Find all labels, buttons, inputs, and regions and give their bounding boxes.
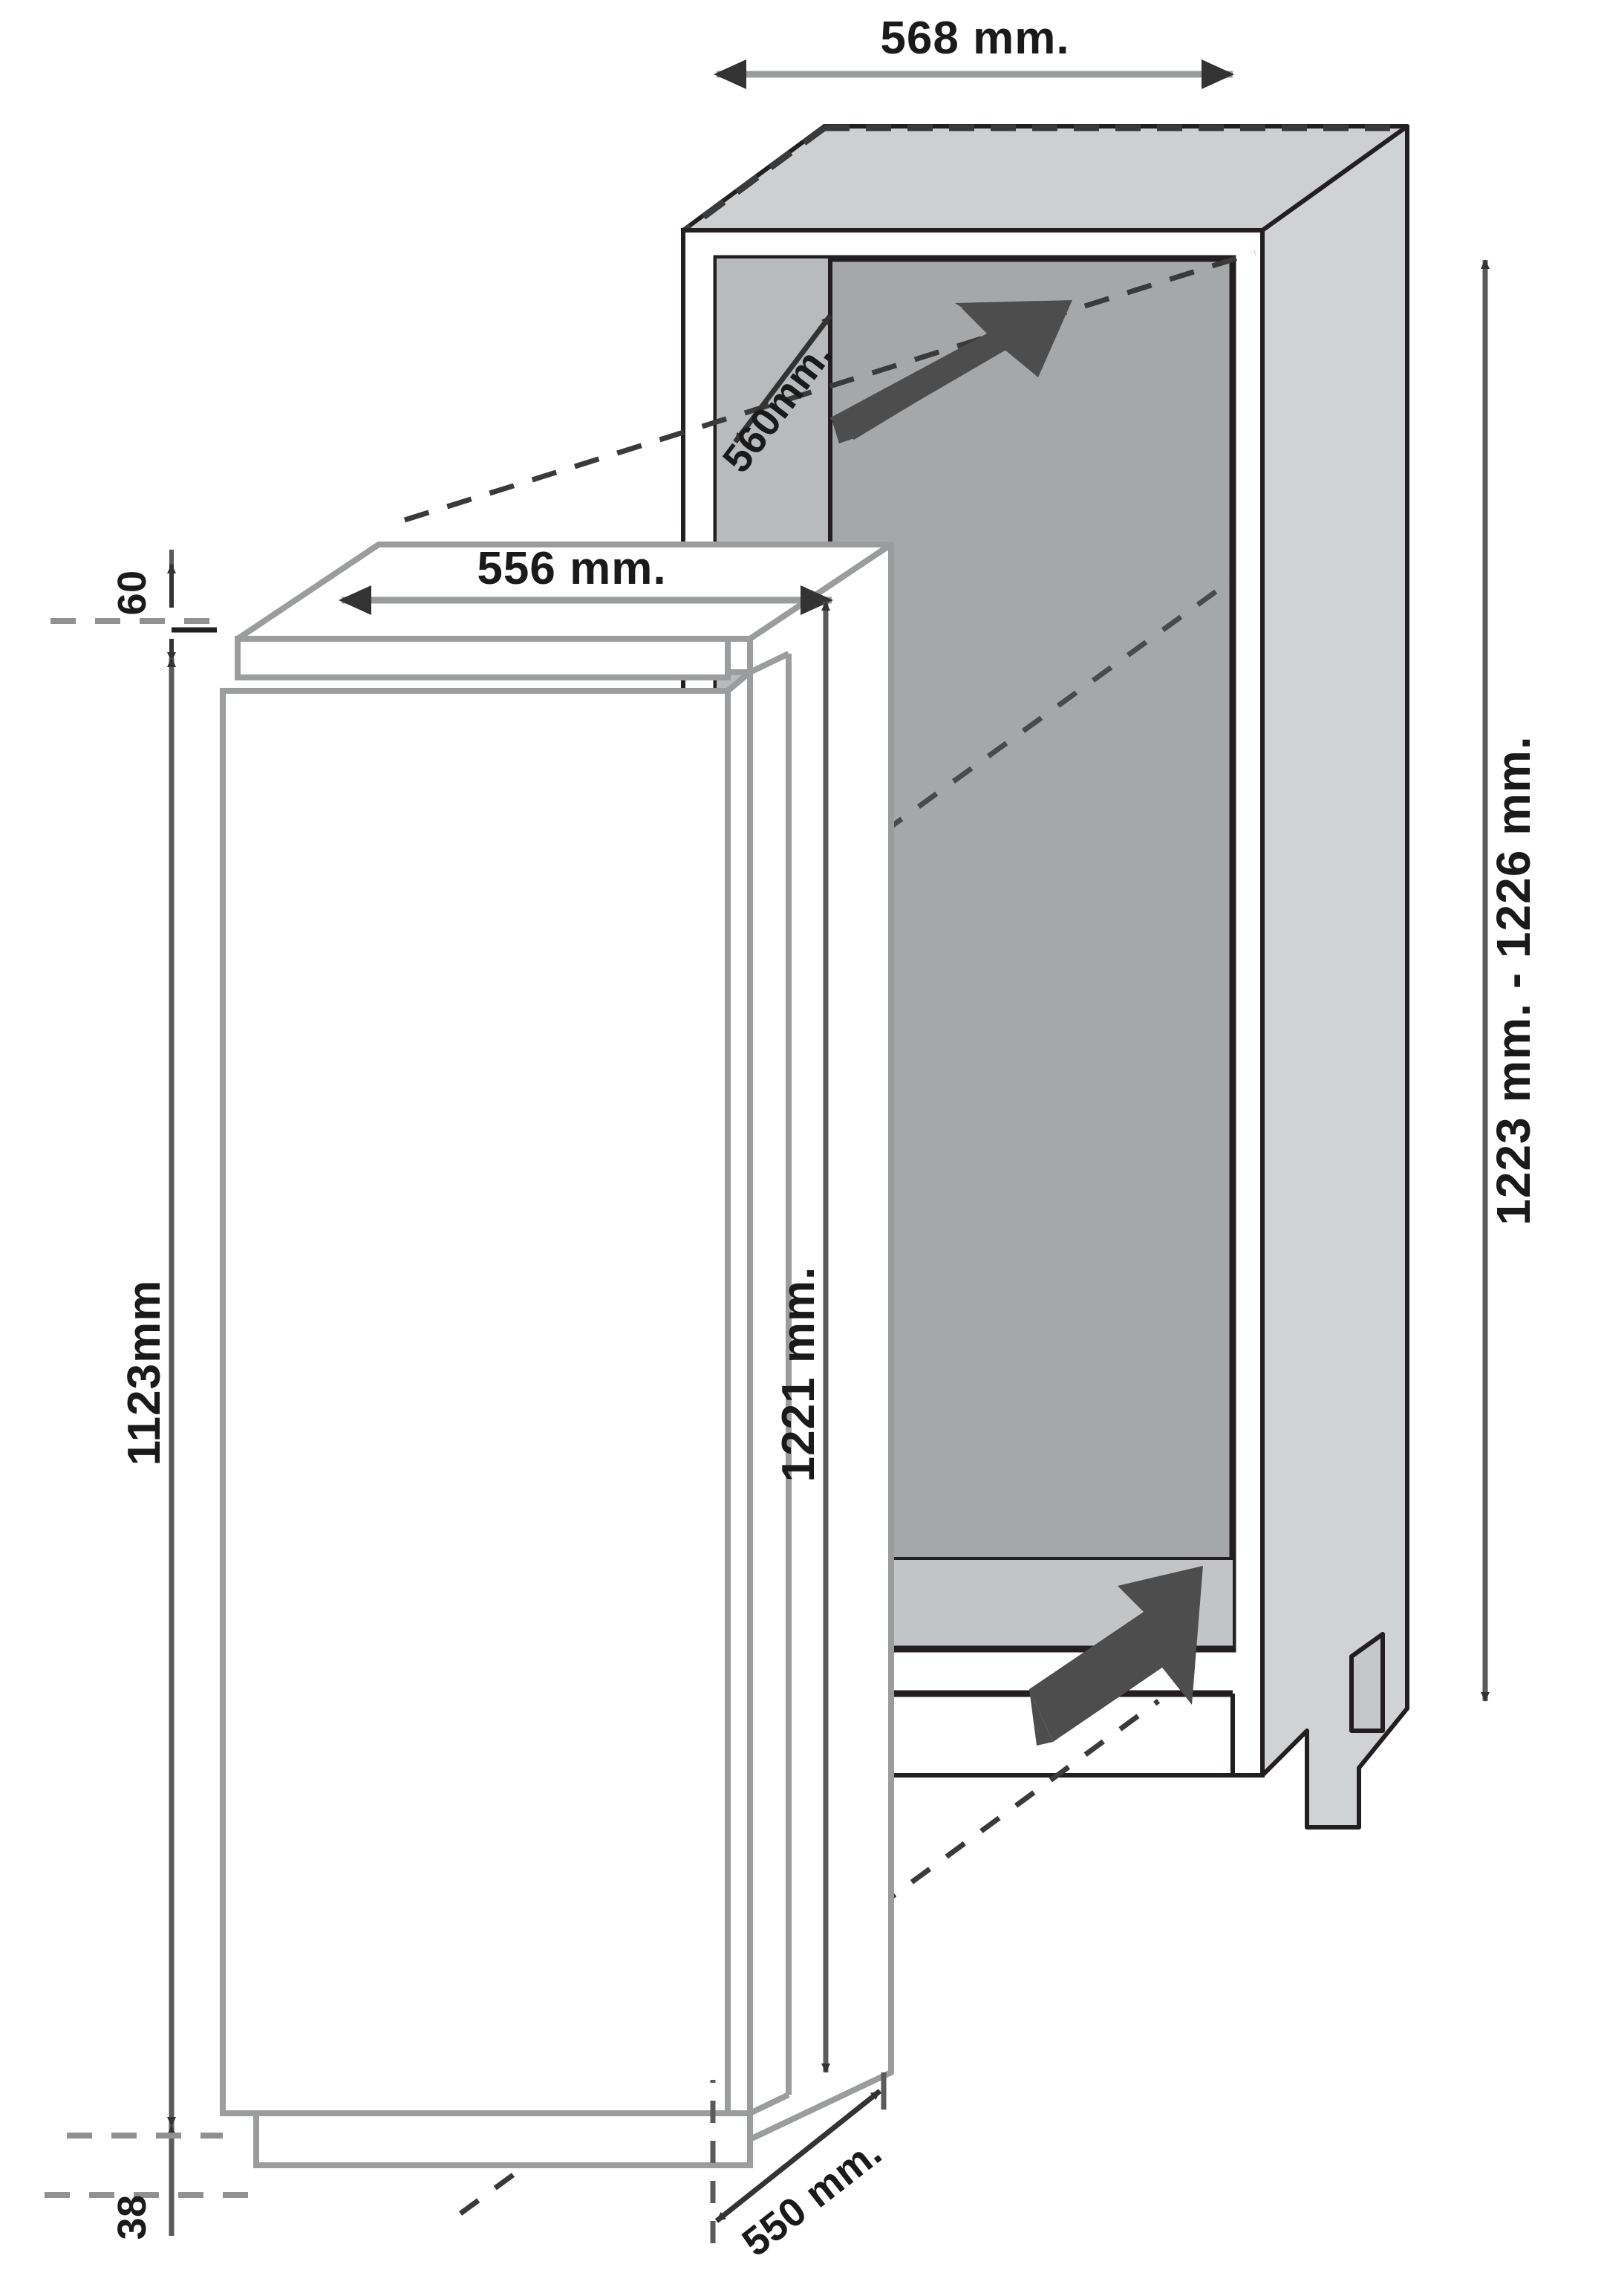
niche-height-label: 1223 mm. - 1226 mm. bbox=[1487, 735, 1540, 1225]
door-inner-top-connector bbox=[749, 651, 790, 675]
cabinet-right-side-panel bbox=[1260, 124, 1409, 1830]
top-gap-label: 60 bbox=[110, 570, 154, 615]
appliance-base-plinth bbox=[253, 2110, 753, 2168]
plinth-height-label: 38 bbox=[110, 2194, 154, 2240]
insertion-direction-arrow-top bbox=[829, 300, 1072, 443]
appliance-depth-dimension-line bbox=[714, 2089, 882, 2223]
dimension-appliance-width: 556 mm. bbox=[339, 543, 833, 615]
appliance-height-label: 1221 mm. bbox=[773, 1266, 824, 1483]
insertion-direction-arrow-bottom bbox=[1029, 1566, 1203, 1746]
dimension-plinth-height: 38 bbox=[45, 2125, 252, 2240]
niche-guide-dashed-upper bbox=[881, 577, 1235, 834]
dimension-appliance-body-height: 1123mm bbox=[119, 657, 176, 2127]
body-height-label: 1123mm bbox=[119, 1280, 170, 1466]
niche-depth-dimension-line bbox=[733, 313, 832, 444]
dimension-cabinet-width: 568 mm. bbox=[714, 13, 1234, 89]
dimension-appliance-total-height: 1221 mm. bbox=[773, 601, 830, 2073]
appliance-top-trim-inner bbox=[235, 636, 731, 680]
appliance-width-label: 556 mm. bbox=[477, 543, 666, 594]
cabinet-width-label: 568 mm. bbox=[880, 13, 1069, 64]
cabinet-back-left-edge-dashed bbox=[681, 125, 827, 235]
appliance-depth-label: 550 mm. bbox=[734, 2130, 890, 2266]
door-edge-thickness bbox=[725, 669, 753, 2142]
refrigerator-door-panel bbox=[220, 688, 731, 2116]
dimension-top-gap: 60 bbox=[50, 550, 223, 669]
cabinet-support-foot bbox=[1349, 1632, 1385, 1733]
dimension-niche-height-range: 1223 mm. - 1226 mm. bbox=[1481, 259, 1540, 1702]
